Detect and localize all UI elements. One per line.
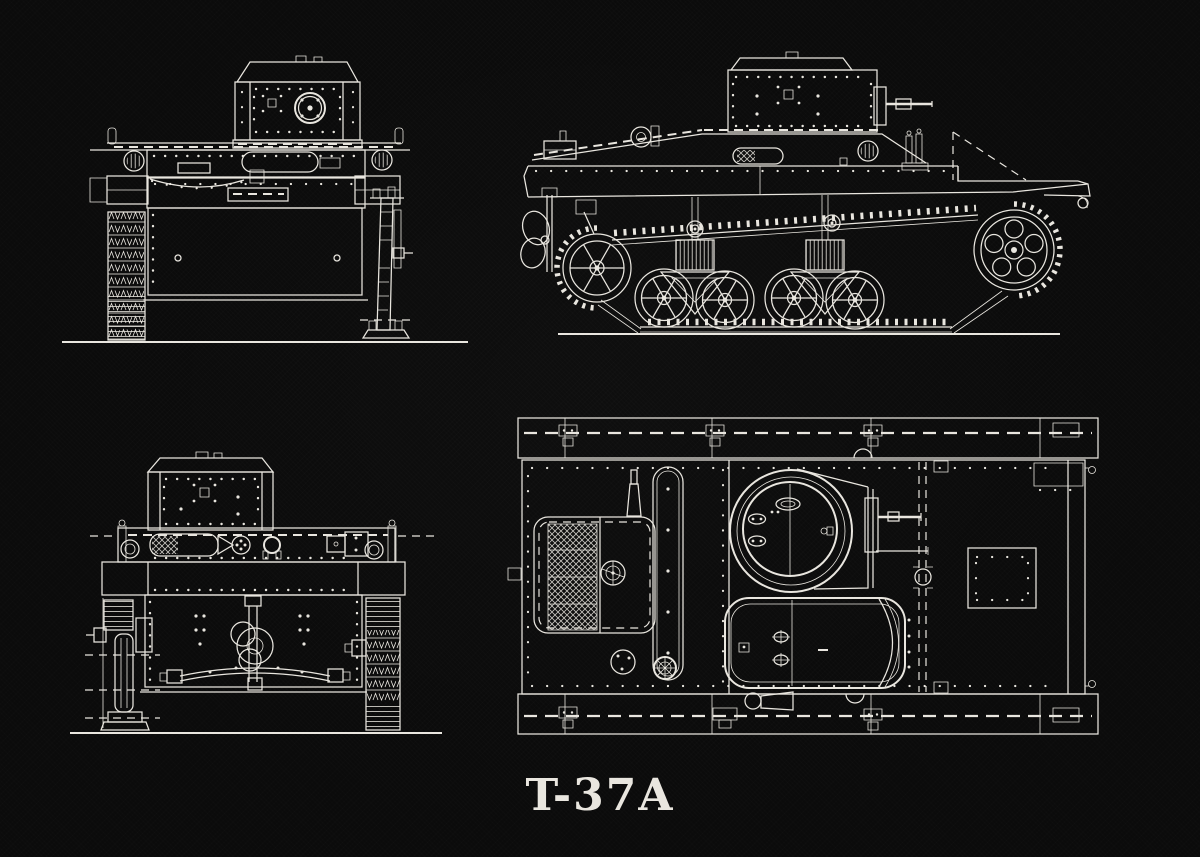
front-view [62, 56, 468, 342]
side-view [518, 52, 1090, 334]
rear-view [70, 452, 442, 733]
top-plan-view [508, 418, 1098, 734]
page-title: T-37A [525, 770, 675, 821]
